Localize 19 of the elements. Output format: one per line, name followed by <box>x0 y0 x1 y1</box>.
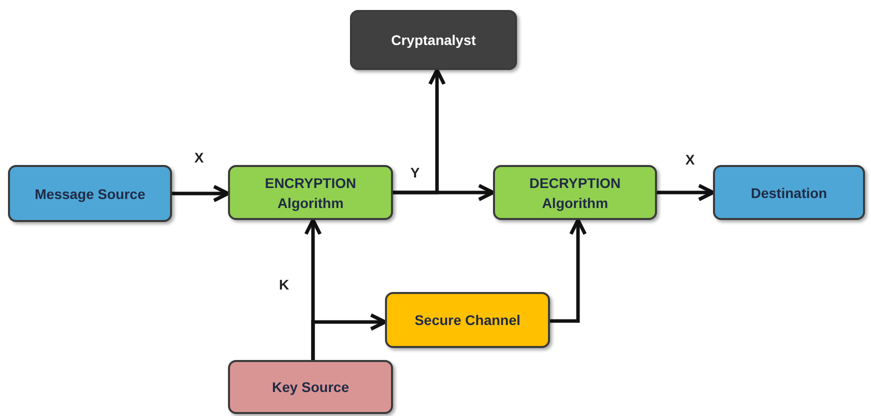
box-label: Destination <box>750 184 828 202</box>
arrow <box>311 313 387 360</box>
box-label: Message Source <box>34 184 146 204</box>
box-label: Secure Channel <box>414 311 520 330</box>
arrow <box>657 184 715 202</box>
box-label: DECRYPTION Algorithm <box>528 174 622 212</box>
arrow <box>393 68 446 194</box>
process-box <box>228 165 393 220</box>
process-box <box>8 165 172 222</box>
process-box <box>350 10 517 70</box>
process-box <box>713 165 865 220</box>
box-label: ENCRYPTION Algorithm <box>264 174 358 212</box>
box-label: Cryptanalyst <box>391 31 476 50</box>
arrow <box>172 184 230 202</box>
process-box <box>385 292 550 348</box>
process-box <box>493 165 657 220</box>
box-label: Key Source <box>272 378 350 397</box>
process-box <box>228 360 393 414</box>
arrow <box>550 218 587 323</box>
